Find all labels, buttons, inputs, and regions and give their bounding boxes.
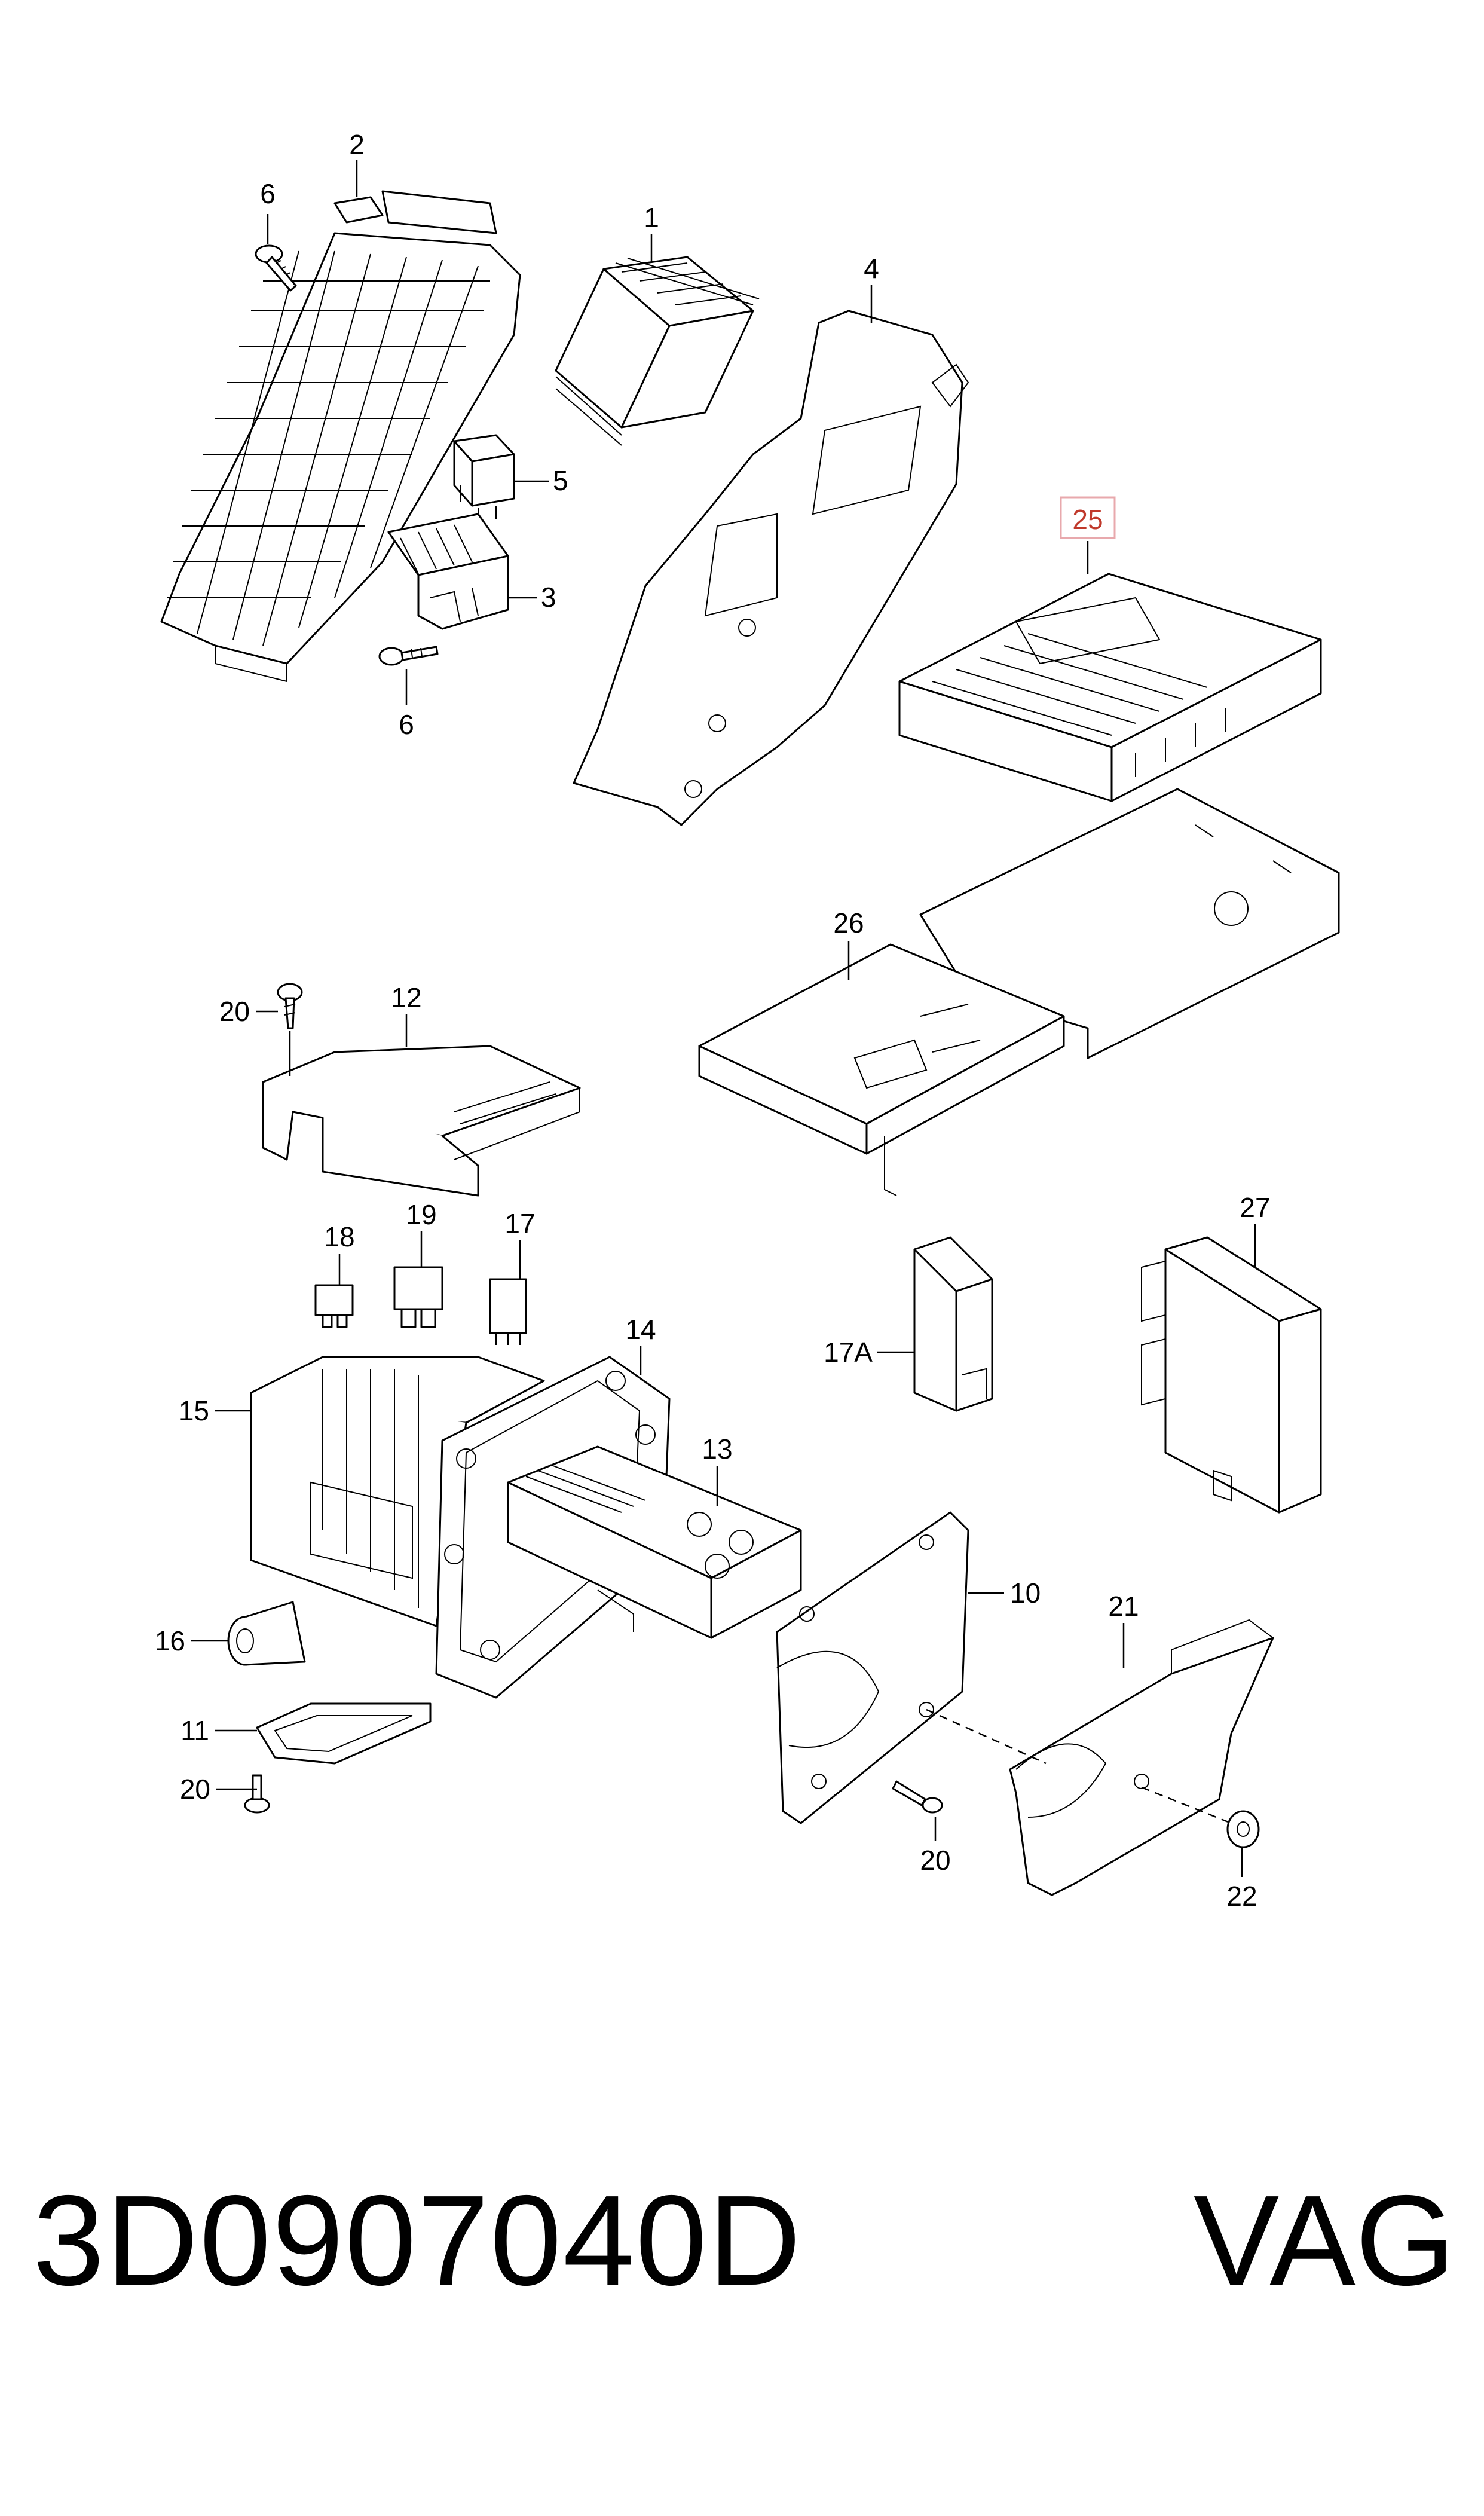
callout-4: 4	[864, 253, 879, 284]
part-22-clip	[1226, 1810, 1260, 1848]
part-25-control-unit	[898, 573, 1322, 802]
highlight-box-25	[1060, 496, 1116, 539]
part-1-control-module	[555, 256, 760, 446]
callout-14: 14	[625, 1314, 656, 1345]
callout-6-bottom: 6	[399, 709, 414, 740]
part-2-mesh-panel	[160, 190, 521, 683]
part-17a-relay	[913, 1236, 993, 1412]
footer: 3D0907040D VAG	[33, 2176, 1455, 2304]
part-20-screw-c	[892, 1780, 943, 1814]
callout-25: 25	[1072, 504, 1103, 535]
callout-20-left: 20	[180, 1774, 210, 1805]
callout-19: 19	[406, 1199, 436, 1230]
callout-10: 10	[1010, 1578, 1041, 1609]
callout-3: 3	[541, 582, 556, 613]
part-6-screw-bottom	[378, 646, 439, 666]
callout-1: 1	[644, 202, 659, 233]
callout-15: 15	[179, 1395, 209, 1426]
callout-labels: 2 6 6 1 4 5 3 25 26 20 12 18 19 17 14 13…	[155, 129, 1271, 1912]
leader-lines	[191, 160, 1256, 1877]
callout-6-top: 6	[260, 178, 276, 209]
part-5-relay	[453, 434, 515, 521]
part-number: 3D0907040D	[33, 2168, 803, 2312]
callout-26: 26	[833, 907, 864, 938]
callout-21: 21	[1108, 1591, 1139, 1622]
callout-16: 16	[155, 1625, 185, 1656]
part-19-fuse	[393, 1266, 443, 1328]
part-27-module	[1141, 1236, 1322, 1514]
part-13-fuse-holder	[507, 1445, 802, 1639]
part-20-screw-b	[244, 1774, 270, 1814]
callout-17: 17	[504, 1208, 535, 1239]
callout-12: 12	[391, 982, 421, 1013]
part-18-fuse	[314, 1284, 354, 1328]
callout-13: 13	[702, 1433, 732, 1465]
callout-20-bottom: 20	[920, 1845, 950, 1876]
callout-5: 5	[553, 465, 568, 496]
part-21-bracket-plate	[1009, 1619, 1274, 1896]
part-26-tray	[698, 788, 1340, 1196]
callout-27: 27	[1240, 1192, 1270, 1223]
callout-11: 11	[180, 1715, 209, 1746]
callout-18: 18	[324, 1221, 354, 1252]
part-11-seal	[256, 1702, 432, 1765]
part-10-mounting-plate	[776, 1511, 969, 1824]
part-3-relay-carrier	[387, 513, 509, 630]
callout-22: 22	[1226, 1881, 1257, 1912]
part-4-bracket	[573, 310, 969, 826]
part-20-screw-a	[277, 983, 303, 1029]
part-12-cover	[262, 1045, 581, 1197]
part-6-screw-top	[255, 244, 297, 292]
callout-2: 2	[349, 129, 365, 160]
part-16-grommet	[227, 1601, 306, 1666]
brand-name: VAG	[1193, 2168, 1455, 2312]
part-17-relay	[489, 1278, 527, 1345]
callout-17a: 17A	[824, 1337, 873, 1368]
part-15-box-housing	[250, 1356, 545, 1627]
callout-20-top: 20	[219, 996, 250, 1027]
